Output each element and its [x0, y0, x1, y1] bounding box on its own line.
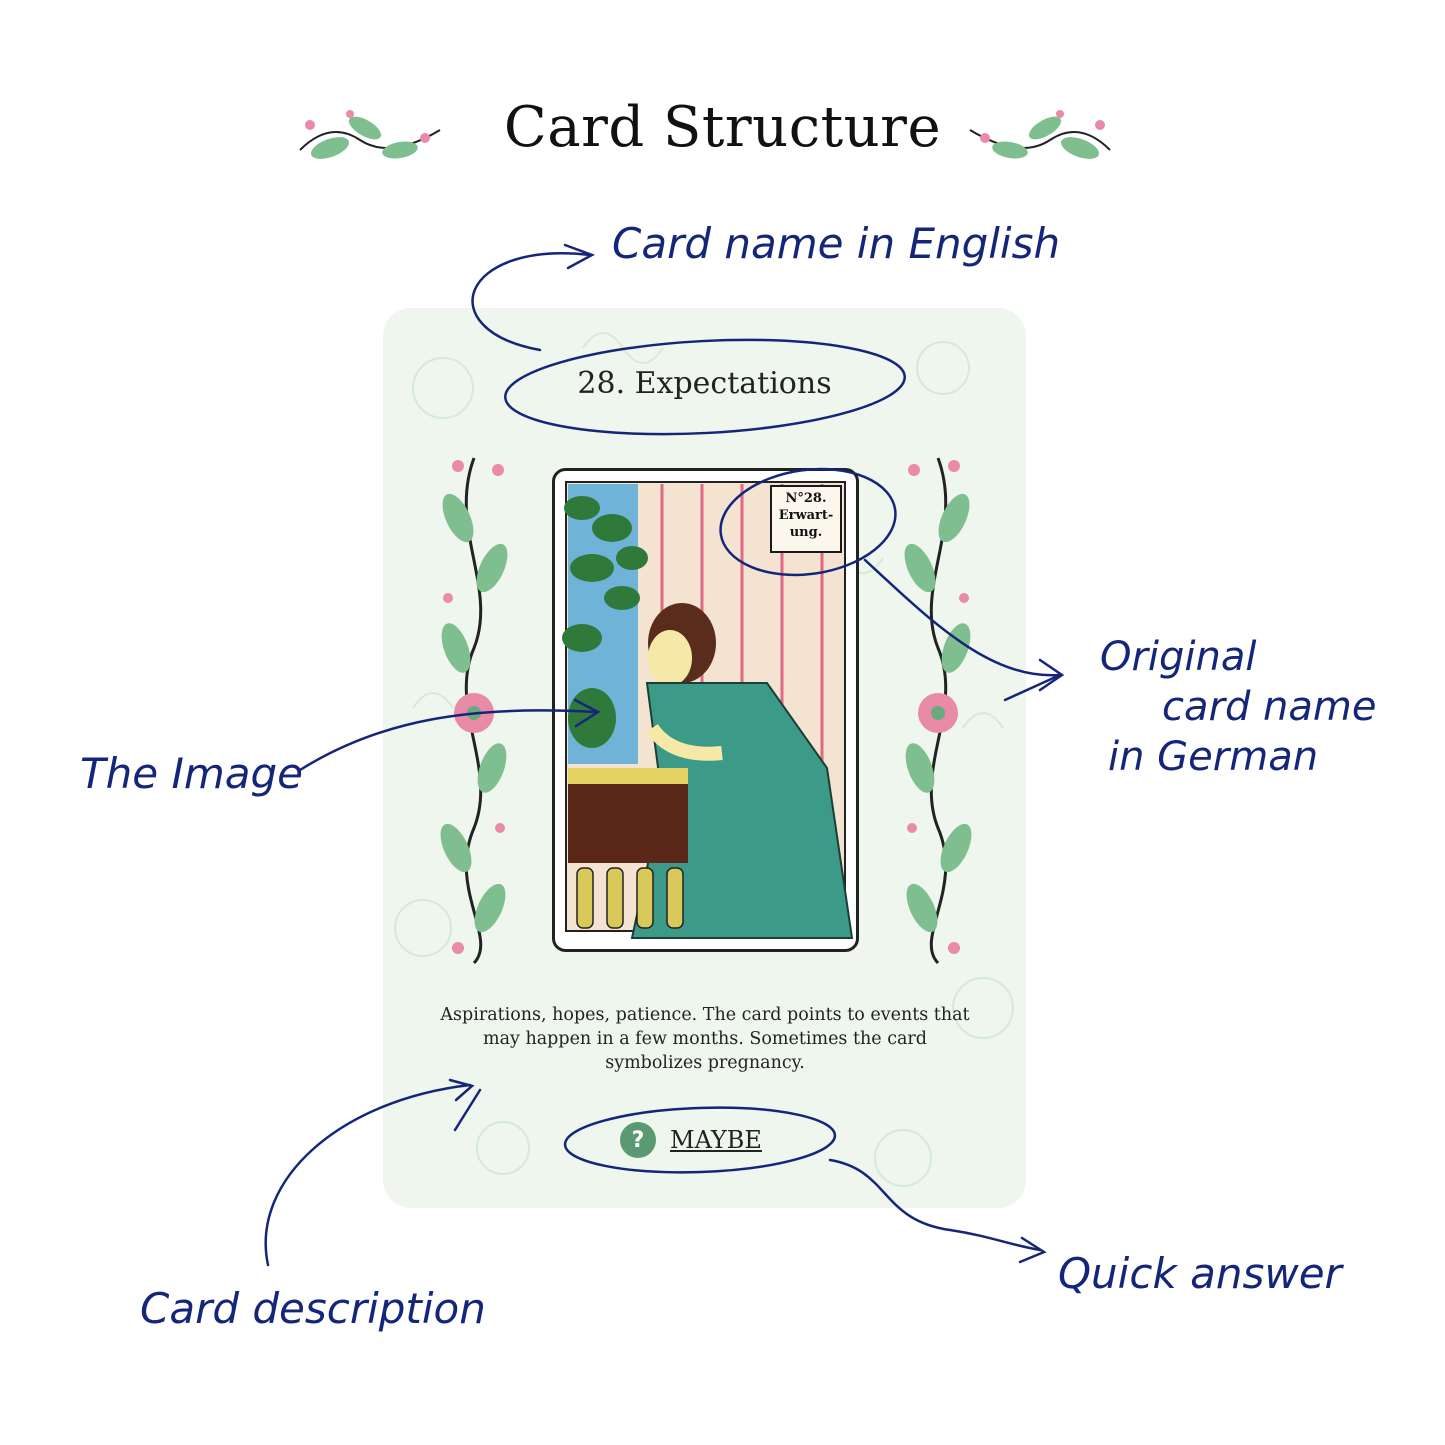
german-name-plaque: N°28. Erwart- ung. — [770, 485, 842, 553]
annotation-german-line-1: Original — [1100, 634, 1257, 680]
annotation-german-line-2: card name — [1162, 684, 1377, 730]
quick-answer-arrow — [828, 1158, 1042, 1252]
card-description: Aspirations, hopes, patience. The card p… — [440, 1005, 970, 1073]
description-arrow — [264, 1083, 472, 1267]
annotation-card-description: Card description — [140, 1284, 486, 1333]
image-arrow — [298, 709, 597, 772]
german-name-highlight-ellipse — [719, 467, 897, 577]
right-floral-ornament-icon — [969, 110, 1111, 159]
annotation-original-name-german: Original card name in German — [1100, 632, 1377, 782]
card-illustration — [552, 468, 859, 952]
card-name-english: 28. Expectations — [577, 366, 832, 401]
german-name-arrow — [863, 558, 1062, 677]
card-background-pattern — [394, 332, 1014, 1187]
page-title: Card Structure — [503, 95, 942, 160]
card-name-arrow — [471, 252, 592, 352]
card-name-highlight-ellipse — [504, 338, 906, 436]
annotation-the-image: The Image — [80, 749, 304, 798]
annotation-quick-answer: Quick answer — [1058, 1249, 1342, 1298]
right-floral-border-icon — [904, 457, 972, 965]
quick-answer-label: MAYBE — [670, 1126, 762, 1154]
plaque-line-2: Erwart- — [778, 508, 834, 523]
annotation-german-line-3: in German — [1108, 734, 1319, 780]
quick-answer: ? MAYBE — [620, 1120, 762, 1160]
quick-answer-highlight-ellipse — [563, 1106, 837, 1174]
plaque-line-1: N°28. — [785, 491, 827, 506]
question-mark-icon: ? — [620, 1122, 656, 1158]
left-floral-ornament-icon — [299, 110, 441, 159]
annotation-card-name-english: Card name in English — [612, 219, 1061, 268]
plaque-line-3: ung. — [789, 525, 823, 540]
